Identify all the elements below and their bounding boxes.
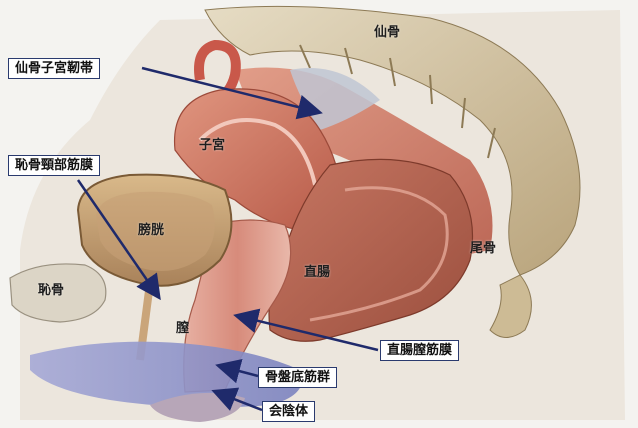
label-pelvic-floor-muscles: 骨盤底筋群 [258, 367, 337, 388]
label-uterosacral-ligament: 仙骨子宮靭帯 [8, 58, 100, 79]
label-rectovaginal-fascia: 直腸膣筋膜 [380, 340, 459, 361]
label-uterus: 子宮 [199, 139, 225, 152]
label-coccyx: 尾骨 [470, 242, 496, 255]
label-pubis: 恥骨 [38, 284, 64, 297]
label-bladder: 膀胱 [138, 224, 164, 237]
label-perineal-body: 会陰体 [262, 401, 315, 422]
label-sacrum: 仙骨 [374, 26, 400, 39]
label-rectum: 直腸 [304, 266, 330, 279]
label-vagina: 膣 [176, 322, 189, 335]
label-pubocervical-fascia: 恥骨頸部筋膜 [8, 155, 100, 176]
